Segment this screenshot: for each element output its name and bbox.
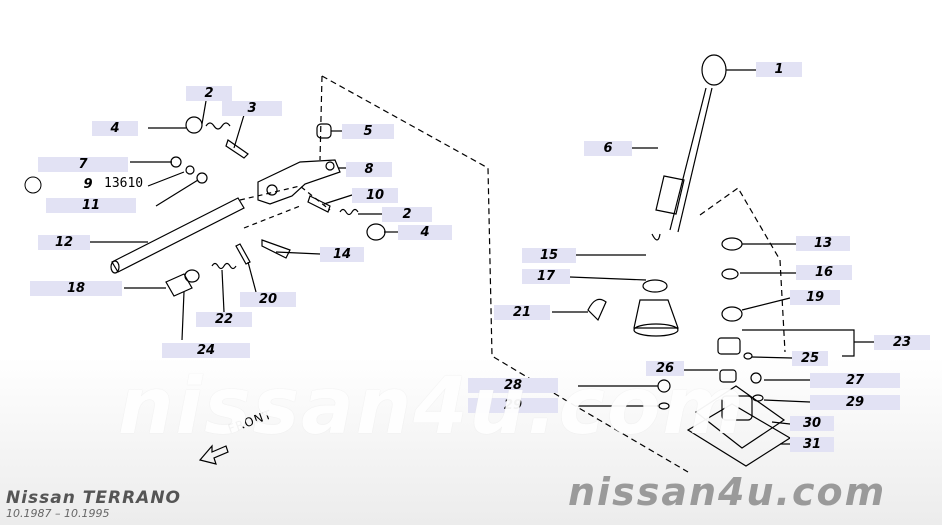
callout-19[interactable]: 19 (790, 290, 840, 305)
callout-1[interactable]: 1 (756, 62, 802, 77)
callout-3[interactable]: 3 (222, 101, 282, 116)
callout-8[interactable]: 8 (346, 162, 392, 177)
callout-6[interactable]: 6 (584, 141, 632, 156)
part-number: 13610 (104, 176, 144, 191)
callout-30[interactable]: 30 (790, 416, 834, 431)
callout-4-upper[interactable]: 4 (92, 121, 138, 136)
callout-9[interactable]: 9 (83, 177, 93, 192)
callout-28[interactable]: 28 (468, 378, 558, 393)
callout-24[interactable]: 24 (162, 343, 250, 358)
callout-16[interactable]: 16 (796, 265, 852, 280)
callout-11[interactable]: 11 (46, 198, 136, 213)
callout-17[interactable]: 17 (522, 269, 570, 284)
callout-18[interactable]: 18 (30, 281, 122, 296)
callout-13[interactable]: 13 (796, 236, 850, 251)
callout-23[interactable]: 23 (874, 335, 930, 350)
callout-5[interactable]: 5 (342, 124, 394, 139)
callout-29-right[interactable]: 29 (810, 395, 900, 410)
callout-15[interactable]: 15 (522, 248, 576, 263)
callout-2-upper[interactable]: 2 (186, 86, 232, 101)
callout-25[interactable]: 25 (792, 351, 828, 366)
callout-27[interactable]: 27 (810, 373, 900, 388)
callout-22[interactable]: 22 (196, 312, 252, 327)
callout-4-lower[interactable]: 4 (398, 225, 452, 240)
callout-2-lower[interactable]: 2 (382, 207, 432, 222)
callout-7[interactable]: 7 (38, 157, 128, 172)
watermark-large: nissan4u.com (118, 362, 746, 452)
model-name: Nissan TERRANO (6, 488, 182, 508)
callout-20[interactable]: 20 (240, 292, 296, 307)
callout-31[interactable]: 31 (790, 437, 834, 452)
watermark-small: nissan4u.com (568, 470, 887, 514)
callout-12[interactable]: 12 (38, 235, 90, 250)
model-years: 10.1987 – 10.1995 (6, 507, 110, 520)
callout-29-left[interactable]: 29 (468, 398, 558, 413)
callout-26[interactable]: 26 (646, 361, 684, 376)
callout-21[interactable]: 21 (494, 305, 550, 320)
callout-10[interactable]: 10 (352, 188, 398, 203)
callout-14[interactable]: 14 (320, 247, 364, 262)
